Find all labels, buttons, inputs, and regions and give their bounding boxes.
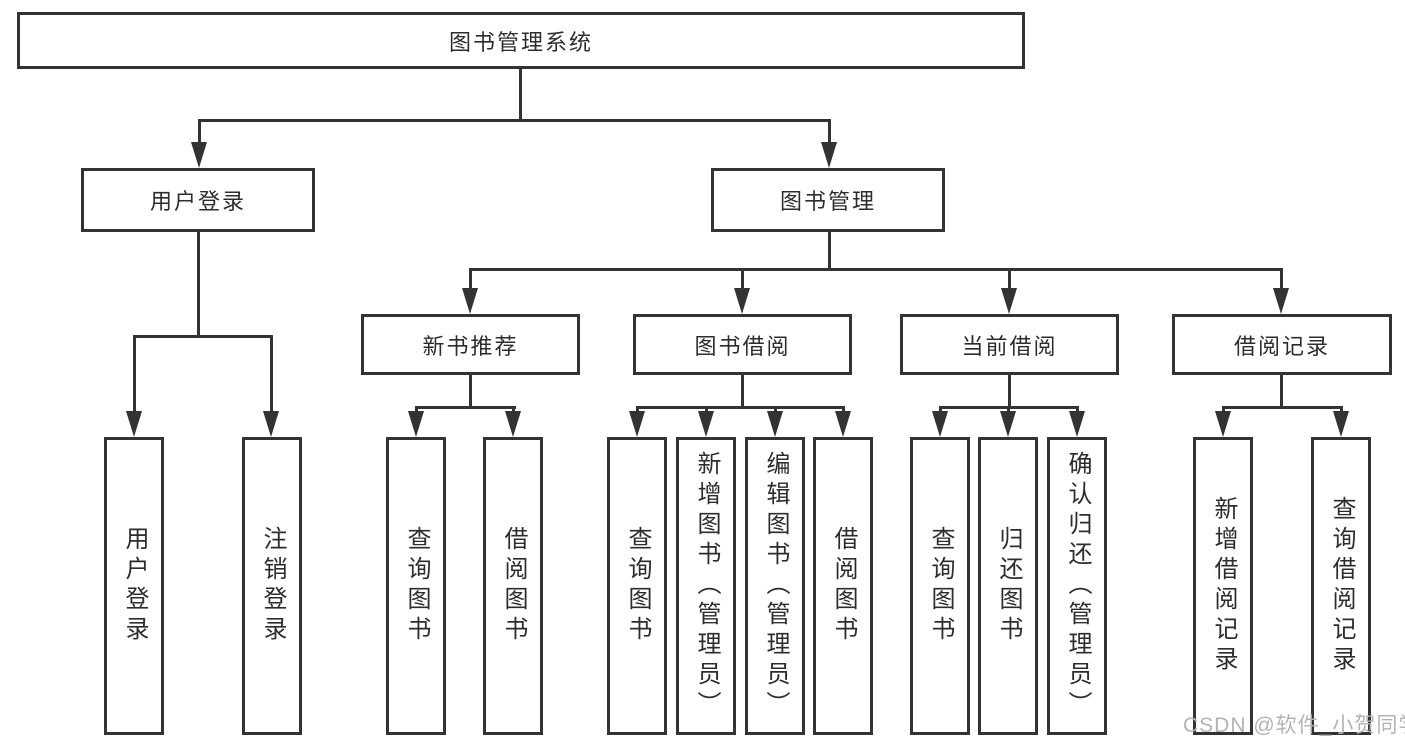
node-new-book-recommend: 新书推荐 <box>361 314 580 375</box>
leaf-label: 编辑图书（管理员） <box>762 451 789 721</box>
connector-line <box>1280 375 1283 409</box>
leaf-label: 确认归还（管理员） <box>1064 451 1091 721</box>
node-book-management: 图书管理 <box>711 168 945 232</box>
leaf-label: 查询图书 <box>927 526 954 646</box>
connector-line <box>197 232 200 338</box>
node-book-borrowing: 图书借阅 <box>633 314 852 375</box>
connector-line <box>1280 268 1283 292</box>
leaf-return-books: 归还图书 <box>978 437 1038 735</box>
leaf-label: 归还图书 <box>995 526 1022 646</box>
leaf-logout: 注销登录 <box>242 437 302 735</box>
leaf-query-books: 查询图书 <box>386 437 446 735</box>
leaf-borrow-books: 借阅图书 <box>483 437 543 735</box>
arrowhead-down <box>263 411 279 437</box>
leaf-label: 借阅图书 <box>830 526 857 646</box>
leaf-query-books: 查询图书 <box>910 437 970 735</box>
leaf-label: 查询图书 <box>624 526 651 646</box>
connector-line <box>741 375 744 409</box>
connector-line <box>1008 375 1011 409</box>
leaf-borrow-books: 借阅图书 <box>813 437 873 735</box>
leaf-query-books: 查询图书 <box>607 437 667 735</box>
connector-line <box>1222 406 1343 409</box>
arrowhead-down <box>408 411 424 437</box>
node-user-login: 用户登录 <box>81 168 315 232</box>
connector-line <box>469 375 472 409</box>
connector-line <box>415 406 516 409</box>
node-current-borrowing: 当前借阅 <box>900 314 1119 375</box>
connector-line <box>519 69 522 120</box>
arrowhead-down <box>1069 411 1085 437</box>
node-borrowing-records: 借阅记录 <box>1172 314 1392 375</box>
connector-line <box>828 232 831 270</box>
leaf-add-borrow-record: 新增借阅记录 <box>1193 437 1253 735</box>
arrowhead-down <box>821 142 837 168</box>
arrowhead-down <box>1215 411 1231 437</box>
leaf-user-login: 用户登录 <box>104 437 164 735</box>
leaf-edit-books-admin: 编辑图书（管理员） <box>745 437 805 735</box>
arrowhead-down <box>1333 411 1349 437</box>
leaf-label: 新增借阅记录 <box>1210 496 1237 676</box>
leaf-label: 查询图书 <box>403 526 430 646</box>
arrowhead-down <box>629 411 645 437</box>
connector-line <box>133 335 273 338</box>
arrowhead-down <box>505 411 521 437</box>
arrowhead-down <box>932 411 948 437</box>
csdn-watermark: CSDN @软件_小贺同学 <box>1183 714 1405 737</box>
connector-line <box>636 406 845 409</box>
leaf-confirm-return-admin: 确认归还（管理员） <box>1047 437 1107 735</box>
arrowhead-down <box>767 411 783 437</box>
connector-line <box>469 268 1283 271</box>
arrowhead-down <box>126 411 142 437</box>
arrowhead-down <box>734 288 750 314</box>
connector-line <box>198 119 831 122</box>
connector-line <box>469 268 472 292</box>
connector-line <box>741 268 744 292</box>
leaf-add-books-admin: 新增图书（管理员） <box>676 437 736 735</box>
arrowhead-down <box>462 288 478 314</box>
connector-line <box>133 335 136 415</box>
leaf-label: 用户登录 <box>121 526 148 646</box>
leaf-label: 新增图书（管理员） <box>693 451 720 721</box>
node-library-management-system: 图书管理系统 <box>17 12 1025 69</box>
arrowhead-down <box>191 142 207 168</box>
connector-line <box>198 119 201 147</box>
leaf-query-borrow-record: 查询借阅记录 <box>1311 437 1371 735</box>
arrowhead-down <box>835 411 851 437</box>
connector-line <box>270 335 273 415</box>
arrowhead-down <box>1001 288 1017 314</box>
leaf-label: 注销登录 <box>259 526 286 646</box>
arrowhead-down <box>1000 411 1016 437</box>
arrowhead-down <box>1273 288 1289 314</box>
connector-line <box>828 119 831 147</box>
leaf-label: 借阅图书 <box>500 526 527 646</box>
leaf-label: 查询借阅记录 <box>1328 496 1355 676</box>
arrowhead-down <box>698 411 714 437</box>
connector-line <box>1008 268 1011 292</box>
